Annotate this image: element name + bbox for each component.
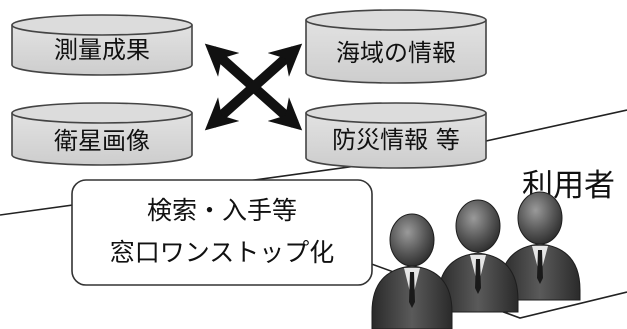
users-figures: [371, 191, 581, 329]
user-person-icon: [437, 199, 519, 313]
database-cylinder-survey-results: 測量成果: [11, 14, 193, 76]
search-box-line2: 窓口ワンストップ化: [110, 238, 335, 267]
database-label: 測量成果: [54, 36, 150, 64]
search-box-line1: 検索・入手等: [147, 196, 297, 225]
arrow-diagonal-2: [204, 43, 303, 131]
user-person-icon: [371, 213, 453, 329]
cross-arrows: [204, 43, 303, 131]
database-label: 防災情報 等: [332, 126, 460, 154]
user-person-icon: [499, 191, 581, 301]
search-window-box: 検索・入手等 窓口ワンストップ化: [71, 179, 373, 286]
database-cylinder-disaster-info: 防災情報 等: [305, 102, 487, 169]
database-cylinder-satellite-images: 衛星画像: [11, 102, 193, 166]
database-cylinder-marine-info: 海域の情報: [305, 9, 487, 84]
database-label: 衛星画像: [54, 127, 150, 155]
database-label: 海域の情報: [336, 39, 456, 67]
